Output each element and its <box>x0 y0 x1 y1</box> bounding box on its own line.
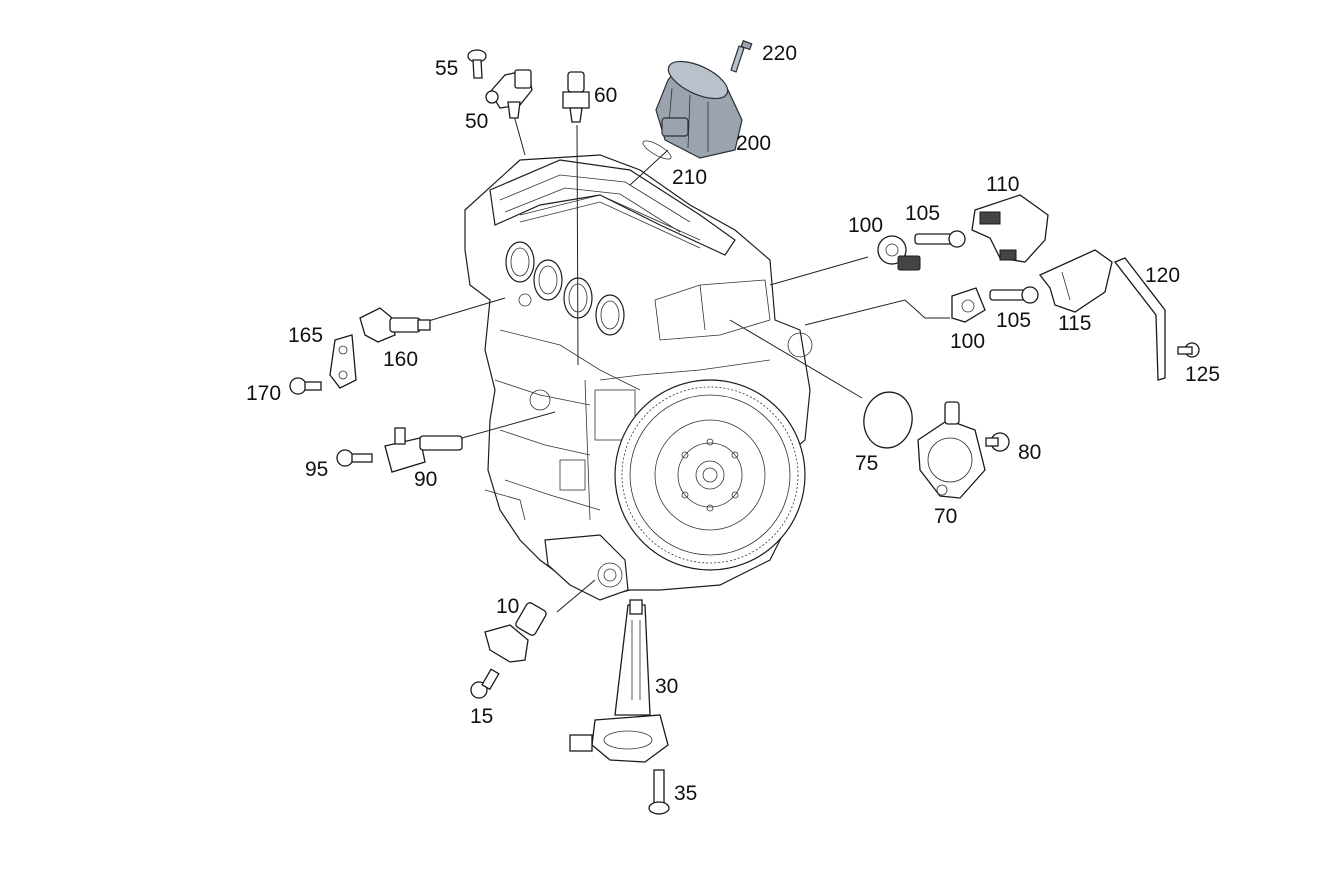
leader-50 <box>512 111 526 156</box>
part-100b-sensor <box>951 287 986 323</box>
callout-30: 30 <box>655 675 678 698</box>
callout-170: 170 <box>246 382 281 405</box>
callout-105a: 105 <box>905 202 940 225</box>
callout-100a: 100 <box>848 214 883 237</box>
callout-80: 80 <box>1018 441 1041 464</box>
part-105b-bolt <box>989 286 1039 304</box>
callout-105b: 105 <box>996 309 1031 332</box>
callout-160: 160 <box>383 348 418 371</box>
part-70-sensor <box>917 401 986 499</box>
callout-210: 210 <box>672 166 707 189</box>
part-100a-sensor <box>877 235 921 271</box>
part-60-sensor <box>562 71 590 123</box>
part-90-solenoid <box>384 427 463 473</box>
part-200-module <box>655 60 743 159</box>
callout-10: 10 <box>496 595 519 618</box>
part-220-bolt <box>730 40 753 73</box>
callout-95: 95 <box>305 458 328 481</box>
callout-100b: 100 <box>950 330 985 353</box>
part-30-sensor <box>569 599 669 763</box>
part-105a-bolt <box>914 230 966 248</box>
part-160-sensor <box>359 307 431 343</box>
callout-110: 110 <box>986 173 1019 196</box>
engine-block <box>464 154 813 601</box>
callout-125: 125 <box>1185 363 1220 386</box>
callout-55: 55 <box>435 57 458 80</box>
leader-10 <box>556 579 596 613</box>
part-35-bolt <box>648 769 670 815</box>
part-120-bar <box>1113 257 1166 381</box>
part-10-sensor <box>484 602 547 663</box>
leader-lines <box>424 111 950 613</box>
callout-220: 220 <box>762 42 797 65</box>
leader-210 <box>629 149 669 186</box>
leader-100b <box>804 299 950 326</box>
part-15-screw <box>470 668 500 699</box>
part-170-bolt <box>289 377 322 395</box>
leader-60 <box>576 124 579 366</box>
part-50-sensor <box>485 69 533 119</box>
part-165-gasket <box>329 334 357 389</box>
callout-70: 70 <box>934 505 957 528</box>
callout-90: 90 <box>414 468 437 491</box>
part-75-oring <box>863 391 913 449</box>
callout-165: 165 <box>288 324 323 347</box>
callout-35: 35 <box>674 782 697 805</box>
callouts: 220 55 60 50 200 210 110 105 100 120 105… <box>246 42 1220 805</box>
leader-90 <box>461 411 556 439</box>
callout-120: 120 <box>1145 264 1180 287</box>
callout-50: 50 <box>465 110 488 133</box>
callout-75: 75 <box>855 452 878 475</box>
part-95-bolt <box>336 449 373 467</box>
part-80-bolt <box>985 432 1010 452</box>
leader-75 <box>729 319 863 399</box>
callout-15: 15 <box>470 705 493 728</box>
part-210-oring <box>642 140 672 160</box>
part-115-bracket <box>1038 249 1113 313</box>
callout-115: 115 <box>1058 312 1091 335</box>
callout-60: 60 <box>594 84 617 107</box>
leader-100a <box>769 256 869 286</box>
part-110-cover <box>971 194 1049 263</box>
leader-160 <box>424 297 506 323</box>
part-55-screw <box>467 49 487 79</box>
callout-200: 200 <box>736 132 771 155</box>
part-125-bolt <box>1177 342 1200 358</box>
